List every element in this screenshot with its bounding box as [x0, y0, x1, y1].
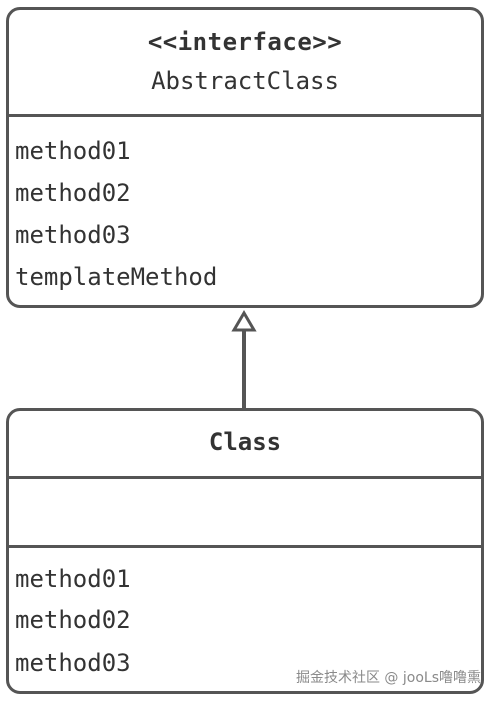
abstract-class-name-divider	[9, 114, 481, 117]
abstract-class-method: method01	[15, 137, 131, 165]
abstract-class-method: method02	[15, 179, 131, 207]
concrete-class-name-divider	[9, 476, 481, 479]
abstract-class-method: method03	[15, 221, 131, 249]
concrete-class-name: Class	[208, 428, 282, 456]
hollow-triangle-arrowhead	[231, 310, 257, 332]
watermark-text: 掘金技术社区 @ jooLs噜噜熏	[295, 670, 481, 686]
concrete-class-attributes-divider	[9, 545, 481, 548]
abstract-class-method: templateMethod	[15, 263, 218, 291]
concrete-class-method: method01	[15, 565, 131, 593]
concrete-class-method: method02	[15, 606, 131, 634]
concrete-class-attributes-section	[9, 479, 481, 545]
abstract-class-name: AbstractClass	[151, 67, 339, 95]
concrete-class-method: method03	[15, 649, 131, 677]
interface-stereotype: <<interface>>	[147, 28, 343, 56]
concrete-class-box: Class method01 method02 method03	[6, 408, 484, 694]
abstract-class-box: <<interface>> AbstractClass method01 met…	[6, 7, 484, 308]
